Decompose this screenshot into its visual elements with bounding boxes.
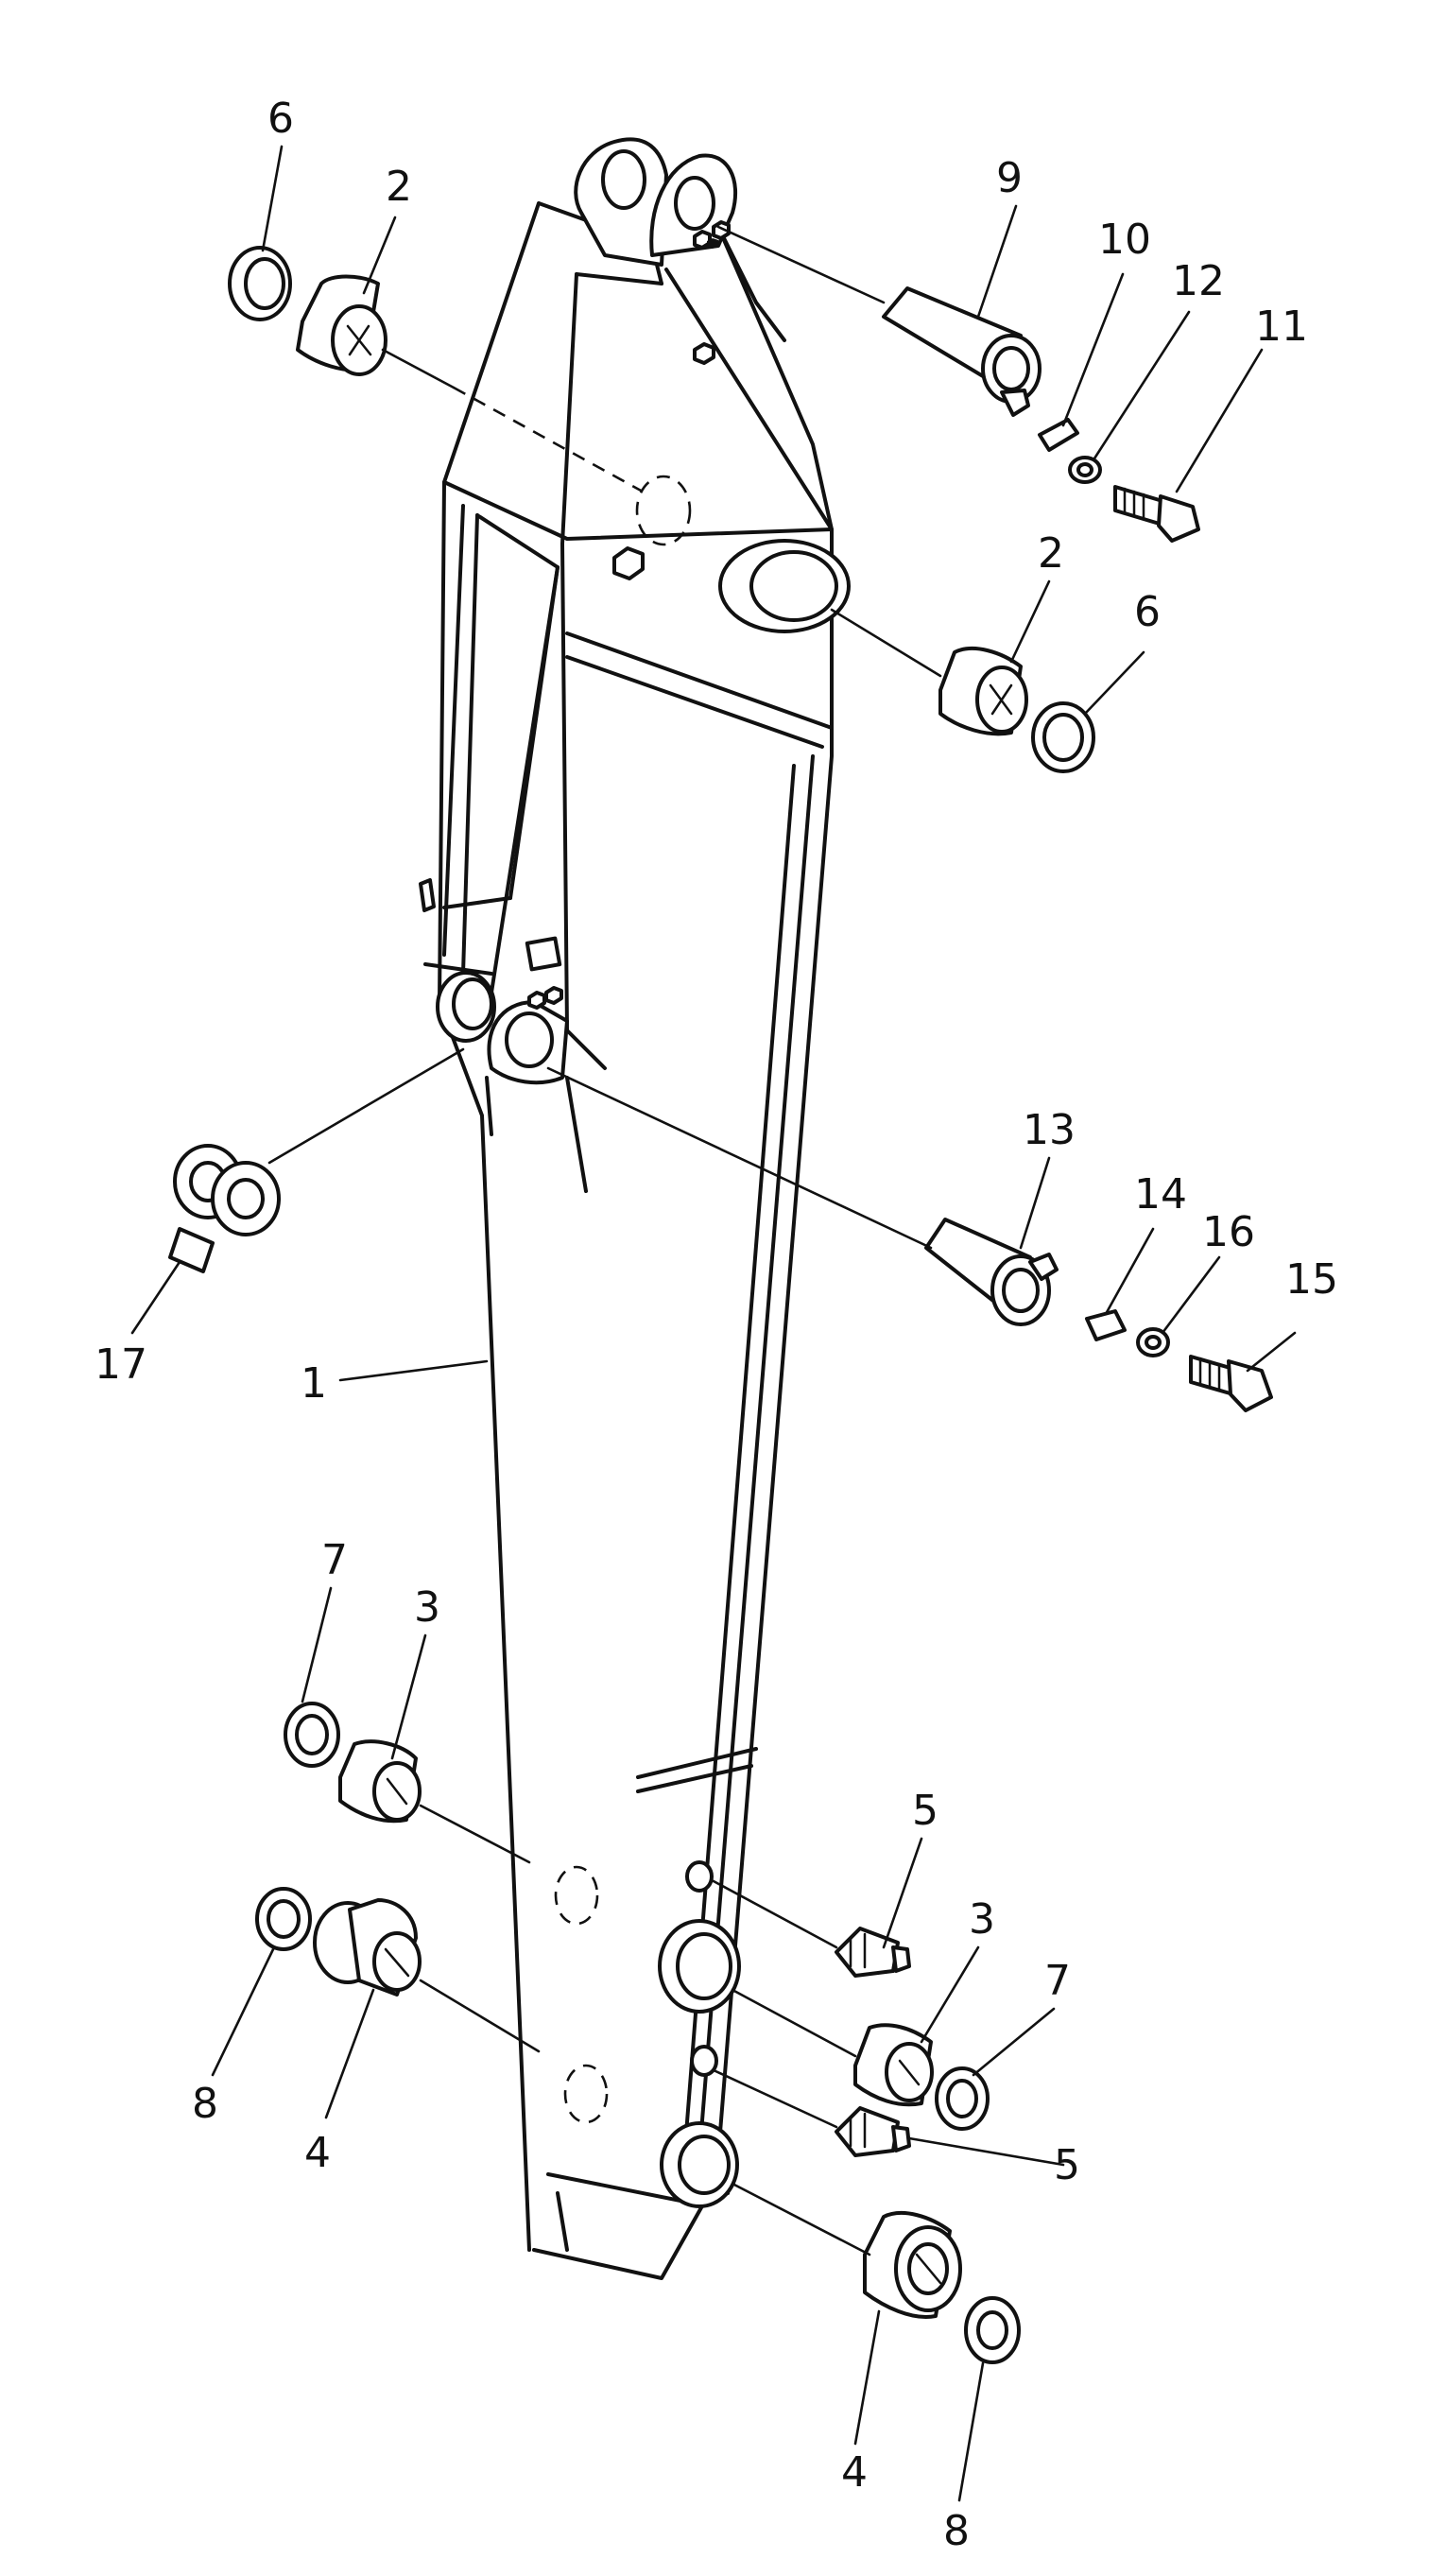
assembly-lines [267, 225, 942, 2256]
callout-8-right: 8 [943, 2507, 970, 2555]
pin-part-13 [924, 1218, 1059, 1326]
callout-4-right: 4 [841, 2448, 868, 2497]
pin-part-9 [882, 286, 1042, 417]
callout-1: 1 [301, 1359, 327, 1408]
callout-11: 11 [1255, 303, 1308, 351]
callout-10: 10 [1098, 216, 1151, 264]
seal-part-7-left [284, 1702, 340, 1768]
callout-14: 14 [1134, 1170, 1187, 1219]
lock-plate-part-10 [1038, 418, 1079, 452]
flanged-bushing-part-4-right [863, 2211, 962, 2319]
bushing-part-2-right [938, 647, 1028, 736]
callout-6-right: 6 [1134, 588, 1161, 636]
boom-middle-lugs [419, 878, 569, 1085]
washer-part-12 [1068, 456, 1102, 484]
callout-9: 9 [996, 154, 1023, 202]
callout-3-left: 3 [414, 1583, 440, 1632]
callout-16: 16 [1202, 1208, 1255, 1256]
small-cap-nut-upper [707, 238, 718, 249]
callout-labels: 6 2 9 10 12 11 2 6 13 14 16 15 17 1 7 3 … [95, 95, 1338, 2555]
boom-foot-boss [718, 539, 851, 633]
callout-2-right: 2 [1038, 529, 1064, 578]
callout-17: 17 [95, 1340, 147, 1389]
boom-arm [423, 201, 834, 2280]
callout-8-left: 8 [192, 2080, 218, 2128]
callout-12: 12 [1172, 257, 1225, 305]
callout-5-upper: 5 [912, 1787, 938, 1835]
bolt-part-15 [1189, 1355, 1273, 1412]
seal-part-7-right [935, 2066, 990, 2131]
callout-2-upper-left: 2 [386, 163, 412, 211]
bushing-part-3-right [853, 2023, 934, 2107]
bushing-part-2-upper-left [296, 274, 387, 376]
seal-part-6-right [1031, 701, 1095, 773]
boom-hex-nuts [612, 220, 731, 580]
seal-part-8-left [255, 1887, 312, 1951]
callout-6-upper-left: 6 [267, 95, 294, 143]
bushing-part-3-left [338, 1739, 422, 1824]
callout-4-left: 4 [304, 2129, 331, 2177]
grease-fitting-part-5-upper [835, 1927, 911, 1978]
shims-part-17 [168, 1144, 281, 1273]
callout-7-right: 7 [1044, 1957, 1071, 2005]
callout-7-left: 7 [321, 1536, 348, 1584]
grease-fitting-part-5-lower [835, 2106, 911, 2157]
callout-13: 13 [1023, 1106, 1076, 1154]
callout-5-lower: 5 [1054, 2141, 1080, 2189]
callout-15: 15 [1285, 1255, 1338, 1304]
bolt-part-11 [1113, 485, 1200, 543]
boom-top-lugs [574, 137, 738, 267]
seal-part-6-upper-left [228, 246, 292, 321]
seal-part-8-right [964, 2296, 1021, 2364]
callout-3-right: 3 [969, 1895, 995, 1944]
lock-plate-part-14 [1085, 1309, 1127, 1341]
boom-lower-bosses [658, 1860, 741, 2208]
callout-pointers [130, 145, 1297, 2502]
washer-part-16 [1136, 1327, 1170, 1357]
flanged-bushing-part-4-left [313, 1898, 422, 1997]
